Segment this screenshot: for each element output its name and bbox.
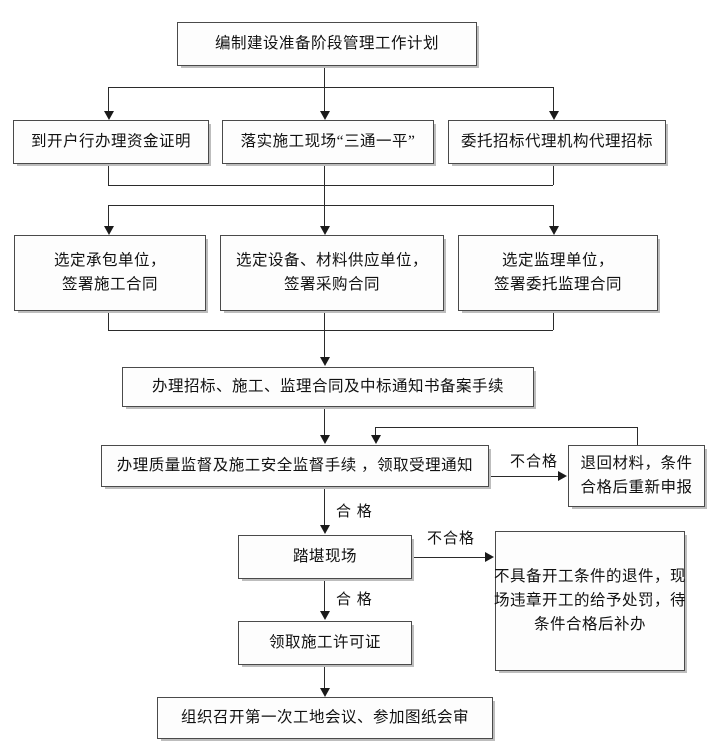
node-construction-permit[interactable]: 领取施工许可证 bbox=[238, 621, 412, 665]
arrowhead-first-site-meeting bbox=[319, 688, 330, 697]
node-quality-supervision[interactable]: 办理质量监督及施工安全监督手续 ，领取受理通知 bbox=[101, 445, 489, 487]
connector-return-loop-up bbox=[637, 427, 638, 446]
connector-split-bar-row2 bbox=[108, 87, 553, 88]
node-bidding-agency[interactable]: 委托招标代理机构代理招标 bbox=[448, 120, 666, 164]
connector-to-contract-filing bbox=[324, 330, 325, 358]
connector-branch-right-row3 bbox=[553, 205, 554, 227]
connector-branch-mid-row3 bbox=[324, 205, 325, 227]
node-return-materials-line-1: 退回材料，条件 bbox=[580, 454, 693, 472]
arrowhead-row3-right bbox=[548, 226, 559, 235]
connector-row3-mid-out bbox=[324, 311, 325, 330]
node-plan[interactable]: 编制建设准备阶段管理工作计划 bbox=[177, 22, 477, 66]
arrowhead-return-loop bbox=[370, 435, 381, 444]
node-select-supervisor-line-1: 选定监理单位， bbox=[501, 251, 614, 269]
node-site-preparation-line-1: 落实施工现场“三通一平” bbox=[240, 132, 416, 150]
arrowhead-row2-right bbox=[548, 111, 559, 120]
node-bidding-agency-line-1: 委托招标代理机构代理招标 bbox=[460, 132, 653, 150]
connector-row3-left-out bbox=[108, 311, 109, 330]
connector-quality-to-survey bbox=[324, 487, 325, 526]
node-penalty-notice-line-1: 不具备开工条件的退件，现 bbox=[494, 567, 687, 585]
connector-collector-bar-row3 bbox=[108, 330, 553, 331]
connector-branch-mid-row2 bbox=[324, 87, 325, 112]
node-construction-permit-line-1: 领取施工许可证 bbox=[268, 633, 381, 651]
node-select-supervisor[interactable]: 选定监理单位， 签署委托监理合同 bbox=[458, 235, 658, 311]
connector-row2-right-out bbox=[553, 164, 554, 185]
connector-row2-mid-out bbox=[324, 164, 325, 185]
node-quality-supervision-line-1: 办理质量监督及施工安全监督手续 ，领取受理通知 bbox=[116, 456, 474, 474]
node-select-contractor-line-1: 选定承包单位， bbox=[53, 251, 166, 269]
arrowhead-construction-permit bbox=[319, 611, 330, 620]
arrowhead-row2-mid bbox=[319, 111, 330, 120]
connector-row3-right-out bbox=[553, 311, 554, 330]
node-contract-filing[interactable]: 办理招标、施工、监理合同及中标通知书备案手续 bbox=[122, 367, 534, 407]
arrowhead-row2-left bbox=[103, 111, 114, 120]
arrowhead-row3-left bbox=[103, 226, 114, 235]
node-return-materials[interactable]: 退回材料，条件 合格后重新申报 bbox=[568, 445, 705, 507]
arrowhead-return-materials bbox=[558, 471, 567, 481]
node-select-supplier-line-1: 选定设备、材料供应单位， bbox=[235, 251, 428, 269]
edge-label-unqualified-1: 不合格 bbox=[508, 450, 561, 471]
node-select-contractor-line-2: 签署施工合同 bbox=[61, 276, 158, 293]
node-penalty-notice-line-3: 条件合格后补办 bbox=[533, 616, 646, 633]
connector-collector-to-split-row3 bbox=[324, 185, 325, 205]
arrowhead-penalty-notice bbox=[485, 552, 494, 562]
node-select-contractor[interactable]: 选定承包单位， 签署施工合同 bbox=[14, 235, 206, 311]
node-select-supplier[interactable]: 选定设备、材料供应单位， 签署采购合同 bbox=[220, 235, 444, 311]
node-site-survey-line-1: 踏堪现场 bbox=[292, 547, 357, 565]
edge-label-qualified-1: 合 格 bbox=[334, 500, 375, 521]
node-penalty-notice[interactable]: 不具备开工条件的退件，现 场违章开工的给予处罚，待 条件合格后补办 bbox=[494, 531, 687, 671]
node-funds-certificate[interactable]: 到开户行办理资金证明 bbox=[13, 120, 209, 164]
node-plan-line-1: 编制建设准备阶段管理工作计划 bbox=[214, 34, 439, 52]
arrowhead-contract-filing bbox=[319, 357, 330, 366]
connector-plan-down bbox=[324, 66, 325, 87]
node-site-survey[interactable]: 踏堪现场 bbox=[238, 535, 412, 579]
node-first-site-meeting[interactable]: 组织召开第一次工地会议、参加图纸会审 bbox=[157, 697, 493, 739]
arrowhead-quality-supervision bbox=[319, 435, 330, 444]
node-penalty-notice-line-2: 场违章开工的给予处罚，待 bbox=[494, 591, 687, 609]
arrowhead-site-survey bbox=[319, 525, 330, 534]
connector-return-loop-down bbox=[375, 427, 376, 436]
connector-permit-to-meeting bbox=[324, 665, 325, 689]
connector-branch-left-row3 bbox=[108, 205, 109, 227]
node-select-supplier-line-2: 签署采购合同 bbox=[283, 276, 380, 293]
node-contract-filing-line-1: 办理招标、施工、监理合同及中标通知书备案手续 bbox=[151, 377, 504, 395]
connector-branch-right-row2 bbox=[553, 87, 554, 112]
node-first-site-meeting-line-1: 组织召开第一次工地会议、参加图纸会审 bbox=[180, 708, 469, 726]
edge-label-qualified-2: 合 格 bbox=[334, 588, 375, 609]
node-return-materials-line-2: 合格后重新申报 bbox=[580, 479, 693, 496]
arrowhead-row3-mid bbox=[319, 226, 330, 235]
connector-quality-to-return bbox=[489, 476, 559, 477]
node-funds-certificate-line-1: 到开户行办理资金证明 bbox=[30, 132, 191, 150]
connector-return-loop-across bbox=[375, 427, 638, 428]
node-select-supervisor-line-2: 签署委托监理合同 bbox=[493, 276, 622, 293]
connector-filing-to-quality bbox=[324, 407, 325, 436]
connector-split-bar-row3 bbox=[108, 205, 553, 206]
connector-branch-left-row2 bbox=[108, 87, 109, 112]
connector-collector-bar-row2 bbox=[108, 185, 553, 186]
connector-row2-left-out bbox=[108, 164, 109, 185]
node-site-preparation[interactable]: 落实施工现场“三通一平” bbox=[222, 120, 434, 164]
edge-label-unqualified-2: 不合格 bbox=[425, 527, 478, 548]
connector-survey-to-penalty bbox=[412, 557, 486, 558]
connector-survey-to-permit bbox=[324, 579, 325, 612]
